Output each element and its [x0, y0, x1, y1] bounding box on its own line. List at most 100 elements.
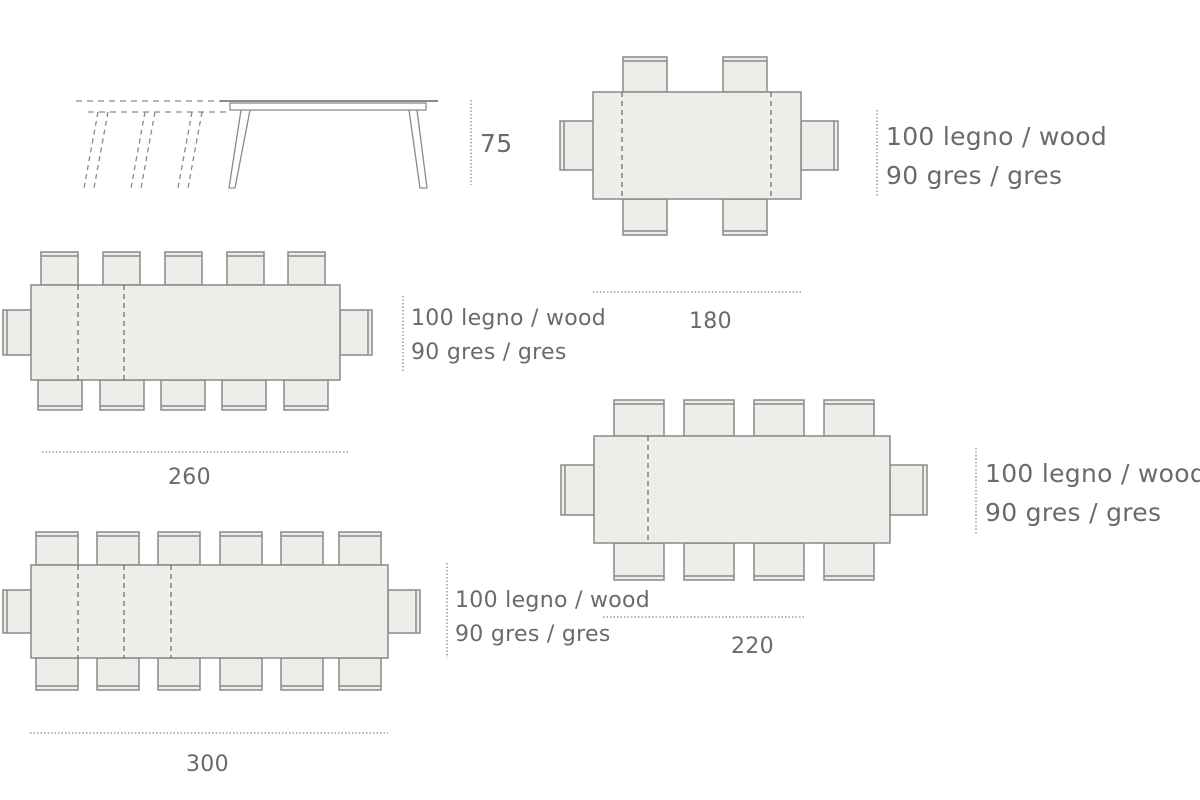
- chair-seat: [221, 379, 267, 411]
- chair: [164, 251, 203, 286]
- chair-seat: [722, 198, 768, 236]
- side-extension-leg: [83, 111, 109, 189]
- spec-wood-180: 100 legno / wood: [886, 122, 1108, 151]
- chair-seat: [35, 531, 79, 566]
- chair: [339, 309, 373, 356]
- chair-seat: [280, 657, 324, 691]
- chair-seat: [622, 198, 668, 236]
- table-top: [593, 435, 891, 544]
- chair: [2, 589, 32, 634]
- chair: [283, 379, 329, 411]
- chair: [800, 120, 839, 171]
- chair: [683, 542, 735, 581]
- chair: [160, 379, 206, 411]
- chair-seat: [338, 531, 382, 566]
- chair-seat: [157, 531, 201, 566]
- chair: [37, 379, 83, 411]
- chair-seat: [753, 399, 805, 437]
- chair: [102, 251, 141, 286]
- chair: [96, 657, 140, 691]
- chair: [338, 657, 382, 691]
- chair-seat: [613, 542, 665, 581]
- chair: [221, 379, 267, 411]
- chair: [280, 531, 324, 566]
- chair: [157, 657, 201, 691]
- chair: [35, 531, 79, 566]
- chair: [2, 309, 32, 356]
- side-legs: [228, 109, 428, 189]
- table-top: [30, 284, 341, 381]
- chair-seat: [559, 120, 595, 171]
- chair-seat: [283, 379, 329, 411]
- chair: [219, 657, 263, 691]
- chair: [219, 531, 263, 566]
- chair: [559, 120, 595, 171]
- height-label: 75: [480, 129, 513, 158]
- length-label-260: 260: [168, 465, 211, 490]
- chair-seat: [387, 589, 421, 634]
- chair-seat: [287, 251, 326, 286]
- chair: [338, 531, 382, 566]
- chair-seat: [96, 657, 140, 691]
- chair-seat: [560, 464, 595, 516]
- spec-gres-260: 90 gres / gres: [411, 340, 567, 365]
- chair-seat: [160, 379, 206, 411]
- chair: [280, 657, 324, 691]
- chair-seat: [753, 542, 805, 581]
- spec-wood-220: 100 legno / wood: [985, 459, 1200, 488]
- chair: [99, 379, 145, 411]
- chair-seat: [889, 464, 928, 516]
- chair: [613, 542, 665, 581]
- chair-seat: [157, 657, 201, 691]
- chair-seat: [683, 542, 735, 581]
- chair: [40, 251, 79, 286]
- chair: [722, 198, 768, 236]
- chair-seat: [219, 657, 263, 691]
- chair-seat: [226, 251, 265, 286]
- chair-seat: [96, 531, 140, 566]
- chair: [96, 531, 140, 566]
- table-top: [30, 564, 389, 659]
- chair: [226, 251, 265, 286]
- table-top: [592, 91, 802, 200]
- side-apron: [229, 102, 427, 111]
- chair: [753, 542, 805, 581]
- chair-seat: [339, 309, 373, 356]
- chair: [622, 56, 668, 93]
- chair: [613, 399, 665, 437]
- length-label-300: 300: [186, 752, 229, 777]
- chair: [823, 542, 875, 581]
- chair-seat: [722, 56, 768, 93]
- spec-gres-300: 90 gres / gres: [455, 622, 611, 647]
- chair: [35, 657, 79, 691]
- chair-seat: [823, 399, 875, 437]
- chair-seat: [800, 120, 839, 171]
- chair: [753, 399, 805, 437]
- chair: [157, 531, 201, 566]
- chair-seat: [102, 251, 141, 286]
- chair: [287, 251, 326, 286]
- chair: [622, 198, 668, 236]
- chair: [683, 399, 735, 437]
- chair-seat: [219, 531, 263, 566]
- length-label-180: 180: [689, 309, 732, 334]
- chair: [387, 589, 421, 634]
- chair-seat: [37, 379, 83, 411]
- chair-seat: [164, 251, 203, 286]
- chair-seat: [338, 657, 382, 691]
- chair-seat: [683, 399, 735, 437]
- side-extension-leg: [130, 111, 156, 189]
- spec-gres-180: 90 gres / gres: [886, 161, 1063, 190]
- chair-seat: [613, 399, 665, 437]
- chair: [823, 399, 875, 437]
- chair: [889, 464, 928, 516]
- side-extension-leg: [177, 111, 203, 189]
- spec-wood-300: 100 legno / wood: [455, 588, 651, 613]
- chair-seat: [40, 251, 79, 286]
- chair-seat: [280, 531, 324, 566]
- chair-seat: [622, 56, 668, 93]
- chair: [722, 56, 768, 93]
- spec-gres-220: 90 gres / gres: [985, 498, 1162, 527]
